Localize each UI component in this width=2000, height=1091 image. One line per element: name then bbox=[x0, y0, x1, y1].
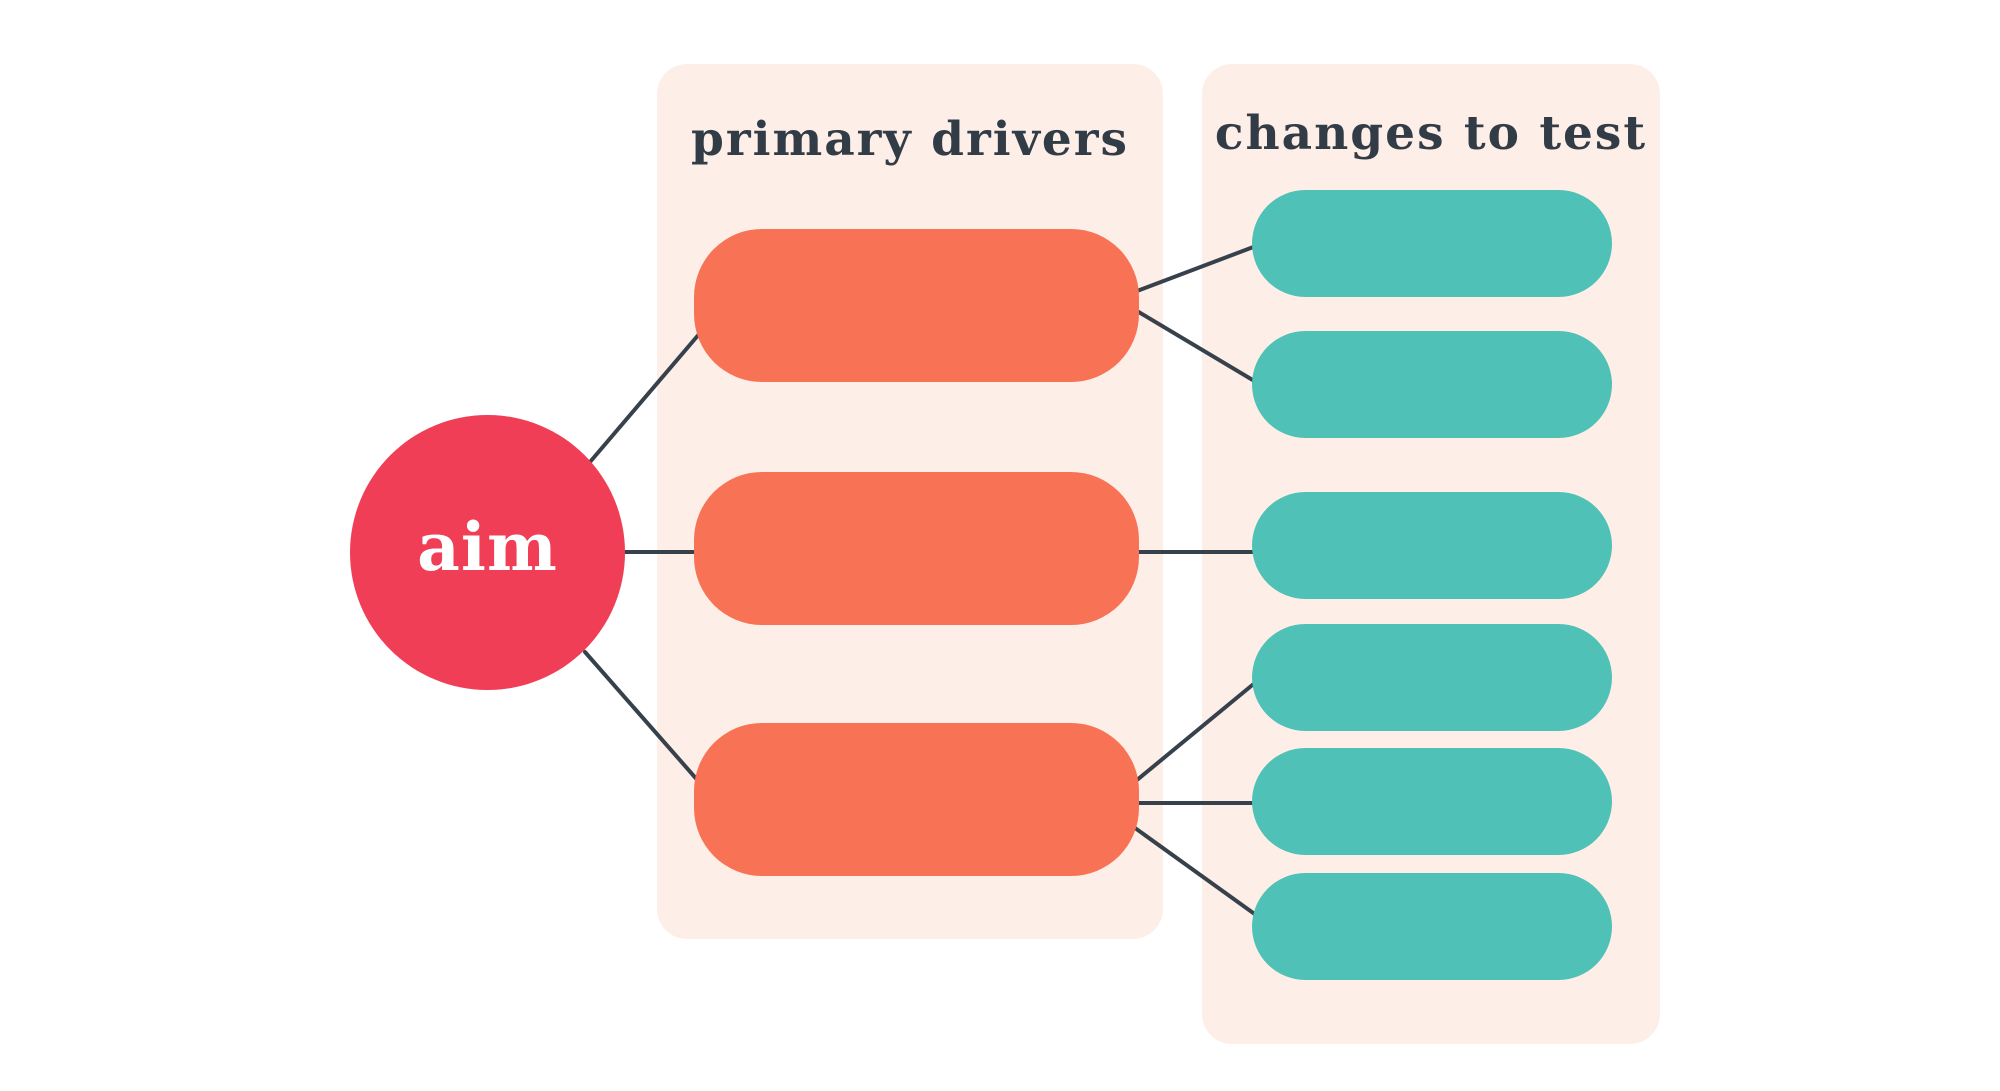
aim-label: aim bbox=[417, 507, 558, 586]
connector-driver-3-change-4 bbox=[1135, 680, 1258, 782]
primary-drivers-heading: primary drivers bbox=[690, 112, 1129, 167]
connector-driver-1-change-2 bbox=[1135, 309, 1258, 384]
change-box-4 bbox=[1252, 624, 1612, 731]
change-box-5 bbox=[1252, 748, 1612, 855]
connector-driver-1-change-1 bbox=[1135, 244, 1258, 293]
changes-to-test-heading: changes to test bbox=[1214, 106, 1648, 161]
change-box-2 bbox=[1252, 331, 1612, 438]
primary-driver-box-3 bbox=[694, 723, 1139, 876]
connector-aim-driver-3 bbox=[583, 650, 702, 785]
connector-driver-3-change-6 bbox=[1133, 826, 1258, 917]
connector-aim-driver-1 bbox=[588, 331, 702, 464]
aim-node: aim bbox=[350, 415, 625, 690]
primary-driver-box-1 bbox=[694, 229, 1139, 382]
primary-driver-box-2 bbox=[694, 472, 1139, 625]
change-box-6 bbox=[1252, 873, 1612, 980]
change-box-3 bbox=[1252, 492, 1612, 599]
change-box-1 bbox=[1252, 190, 1612, 297]
